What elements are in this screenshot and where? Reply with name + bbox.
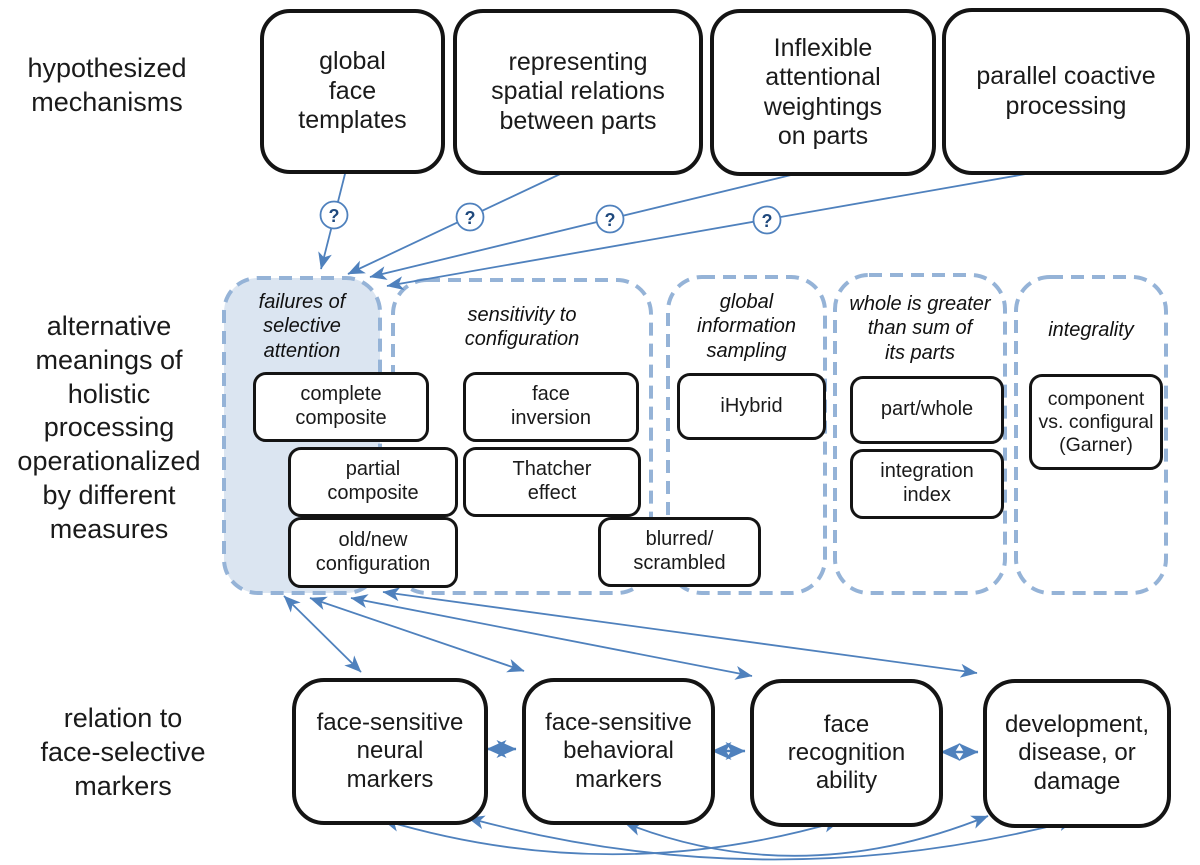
mechanism-box-parallel-coactive: parallel coactive processing (942, 8, 1190, 175)
marker-box-recognition-ability: face recognition ability (750, 679, 943, 827)
mechanism-to-measure-arrows (318, 165, 1061, 291)
measure-box-old-new-configuration: old/new configuration (288, 517, 458, 588)
measure-box-face-inversion: face inversion (463, 372, 639, 442)
question-mark-icon: ? (762, 211, 773, 231)
marker-box-behavioral-markers: face-sensitive behavioral markers (522, 678, 715, 825)
measure-to-marker-arrows (283, 587, 978, 680)
measure-box-thatcher-effect: Thatcher effect (463, 447, 641, 517)
group-header-integrality: integrality (1048, 319, 1134, 341)
group-header-global-information-sampling: global information sampling (697, 291, 796, 362)
measure-box-partial-composite: partial composite (288, 447, 458, 517)
arc-neural-recognition (382, 818, 841, 856)
mechanism-box-global-face-templates: global face templates (260, 9, 445, 174)
row-label-alternative-meanings: alternative meanings of holistic process… (17, 311, 201, 544)
arc-behavioral-development (624, 815, 989, 857)
question-mark-icon: ? (329, 206, 340, 226)
question-mark-icon: ? (605, 210, 616, 230)
measure-box-integration-index: integration index (850, 449, 1004, 519)
group-header-whole-greater-than-parts: whole is greater than sum of its parts (849, 293, 991, 364)
marker-box-neural-markers: face-sensitive neural markers (292, 678, 488, 825)
question-badges: ? ? ? ? (319, 200, 782, 235)
question-badge-1: ? (319, 200, 349, 230)
question-mark-icon: ? (465, 208, 476, 228)
measure-box-part-whole: part/whole (850, 376, 1004, 444)
question-badge-3: ? (595, 204, 625, 234)
arrow-measures-neural (283, 595, 362, 673)
question-circle-icon (319, 200, 349, 230)
arrow-parallel-coactive (386, 167, 1061, 291)
group-header-failures-of-selective-attention: failures of selective attention (258, 291, 346, 362)
question-badge-4: ? (752, 205, 782, 235)
group-outline-integrality (1014, 275, 1168, 595)
arrow-attentional-weightings (369, 167, 821, 280)
bottom-arc-arrows (382, 815, 1076, 861)
mechanism-box-spatial-relations: representing spatial relations between p… (453, 9, 703, 175)
mechanism-box-attentional-weightings: Inflexible attentional weightings on par… (710, 9, 936, 176)
question-badge-2: ? (455, 202, 485, 232)
question-circle-icon (595, 204, 625, 234)
question-circle-icon (752, 205, 782, 235)
marker-box-development-disease-damage: development, disease, or damage (983, 679, 1171, 828)
arc-neural-development (467, 815, 1076, 861)
arrow-measures-development (382, 587, 978, 678)
measure-box-blurred-scrambled: blurred/ scrambled (598, 517, 761, 587)
adjacent-marker-arrows (486, 740, 979, 761)
row-label-relation-to-markers: relation to face-selective markers (40, 703, 206, 801)
question-circle-icon (455, 202, 485, 232)
group-header-sensitivity-to-configuration: sensitivity to configuration (464, 304, 580, 351)
measure-box-complete-composite: complete composite (253, 372, 429, 442)
arrow-measures-behavioral (309, 596, 525, 673)
measure-box-component-vs-configural: component vs. configural (Garner) (1029, 374, 1163, 470)
arrow-measures-recognition (350, 594, 753, 680)
measure-box-ihybrid: iHybrid (677, 373, 826, 440)
row-label-hypothesized-mechanisms: hypothesized mechanisms (27, 53, 187, 117)
